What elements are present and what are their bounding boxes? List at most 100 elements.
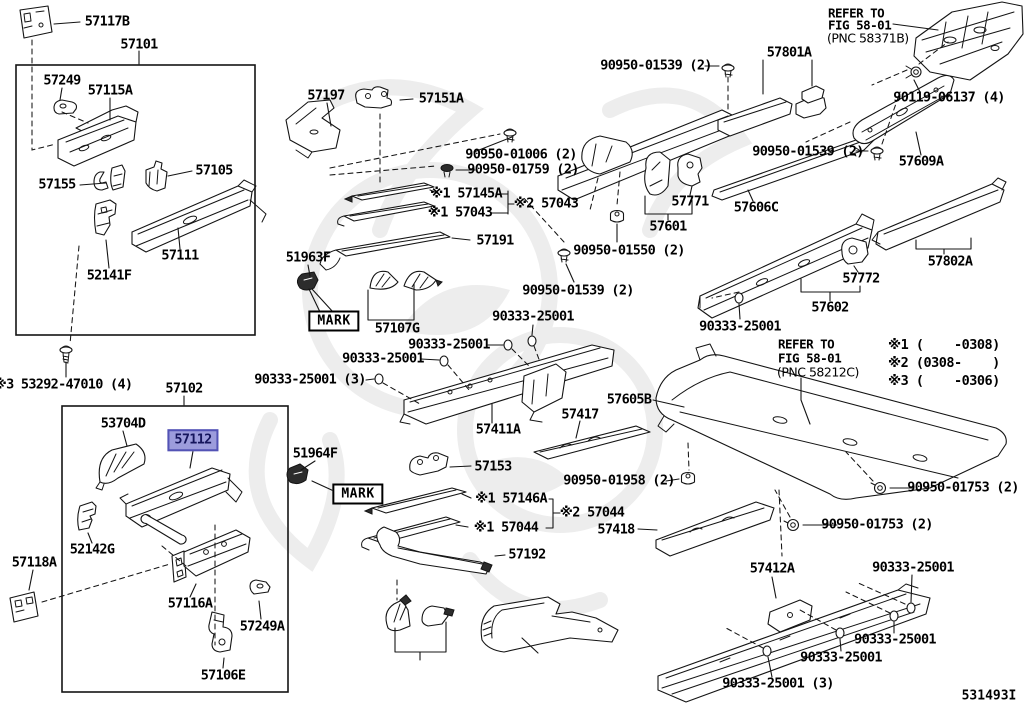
part-drawing-bolt-pin[interactable] [140,513,187,545]
part-label-57116a[interactable]: 57116A [167,595,213,612]
part-drawing-57197[interactable] [285,99,341,159]
part-label-57151a[interactable]: 57151A [418,90,464,107]
part-label-57105[interactable]: 57105 [195,162,233,179]
part-drawing-57411a[interactable] [399,344,615,425]
part-drawing-57772[interactable] [841,237,869,265]
part-drawing-53704d[interactable] [95,443,146,491]
part-label-57111[interactable]: 57111 [161,247,199,264]
part-label-57411a[interactable]: 57411A [475,421,521,438]
part-label-57118a[interactable]: 57118A [11,554,57,571]
part-label-57605b[interactable]: 57605B [606,391,652,408]
part-label-57106e[interactable]: 57106E [200,667,246,684]
part-label-90333-25001-f[interactable]: 90333-25001 [872,559,954,576]
part-drawing-57771[interactable] [677,153,703,187]
part-drawing-57155[interactable] [93,164,126,191]
part-drawing-57146a[interactable] [363,487,467,515]
part-drawing-57108f[interactable] [385,594,455,632]
part-label-90950-01539-mid[interactable]: 90950-01539 (2) [522,282,634,299]
part-label-57418[interactable]: 57418 [597,521,635,538]
part-drawing-57105[interactable] [145,160,168,192]
part-label-57772[interactable]: 57772 [842,270,880,287]
part-label-57191[interactable]: 57191 [476,232,514,249]
part-label-57043-1[interactable]: ※1 57043 [427,204,493,221]
part-drawing-57043[interactable] [337,201,435,227]
part-label-57192[interactable]: 57192 [508,546,546,563]
part-drawing-57192[interactable] [376,526,493,575]
part-drawing-57153[interactable] [409,452,449,476]
part-label-57771[interactable]: 57771 [671,193,709,210]
part-label-53704d[interactable]: 53704D [100,415,146,432]
part-label-57044-2[interactable]: ※2 57044 [559,504,625,521]
part-label-90950-01753-b[interactable]: 90950-01753 (2) [821,516,933,533]
part-label-57601[interactable]: 57601 [649,218,687,235]
part-label-57145a[interactable]: ※1 57145A [430,185,503,202]
part-drawing-57151a[interactable] [355,86,393,109]
part-label-90950-01539-2[interactable]: 90950-01539 (2) [752,143,864,160]
part-label-57117b[interactable]: 57117B [84,13,130,30]
part-drawing-rear-panel[interactable] [913,1,1024,81]
part-label-57102[interactable]: 57102 [165,380,203,397]
part-label-90950-01006[interactable]: 90950-01006 (2) [465,146,577,163]
part-label-90333-25001-e[interactable]: 90333-25001 [699,318,781,335]
part-label-51963f[interactable]: 51963F [285,249,331,266]
part-label-57609a[interactable]: 57609A [898,153,944,170]
part-label-90950-01759[interactable]: 90950-01759 (2) [467,161,579,178]
part-drawing-57112[interactable] [119,467,243,528]
part-label-57153[interactable]: 57153 [474,458,512,475]
part-drawing-57802a[interactable] [871,177,1007,251]
part-label-57249a[interactable]: 57249A [239,618,285,635]
part-drawing-57111[interactable] [131,179,267,253]
part-label-57115a[interactable]: 57115A [87,82,133,99]
part-label-90333-25001-g[interactable]: 90333-25001 [854,631,936,648]
part-label-90950-01550[interactable]: 90950-01550 (2) [573,242,685,259]
part-label-57043-2[interactable]: ※2 57043 [513,195,579,212]
part-drawing-57417[interactable] [533,425,651,460]
part-drawing-57106e[interactable] [208,611,233,653]
part-label-57606c[interactable]: 57606C [733,199,779,216]
part-label-90333-25001-i[interactable]: 90333-25001 (3) [722,675,834,692]
part-drawing-52142g[interactable] [77,501,97,531]
part-label-90119-06137[interactable]: 90119-06137 (4) [893,89,1005,106]
part-drawing-57044[interactable] [361,516,461,551]
part-drawing-57107g[interactable] [369,270,443,291]
part-drawing-57609a[interactable] [852,74,955,145]
part-drawing-57801a[interactable] [717,85,827,137]
part-drawing-57418[interactable] [655,501,775,557]
part-label-52141f[interactable]: 52141F [86,267,132,284]
part-label-90333-25001-b[interactable]: 90333-25001 [408,336,490,353]
part-drawing-57118a[interactable] [9,591,39,623]
part-label-57249[interactable]: 57249 [43,72,81,89]
part-drawing-57145a[interactable] [343,182,435,203]
part-label-57801a[interactable]: 57801A [766,44,812,61]
part-drawing-57249a[interactable] [249,579,271,595]
part-label-90950-01753-a[interactable]: 90950-01753 (2) [907,479,1019,496]
part-label-52142g[interactable]: 52142G [69,541,115,558]
part-drawing-51963f[interactable] [296,271,319,291]
part-label-57146a[interactable]: ※1 57146A [475,490,548,507]
part-label-90950-01539-top[interactable]: 90950-01539 (2) [600,57,712,74]
part-label-57101[interactable]: 57101 [120,36,158,53]
part-label-90333-25001-a[interactable]: 90333-25001 [492,308,574,325]
part-label-57417[interactable]: 57417 [561,406,599,423]
part-drawing-57191[interactable] [319,231,451,271]
part-drawing-57412a[interactable] [657,583,931,703]
part-label-90333-25001-c[interactable]: 90333-25001 [342,350,424,367]
part-label-51964f[interactable]: 51964F [292,445,338,462]
part-drawing-57198[interactable] [480,596,619,653]
part-label-57412a[interactable]: 57412A [749,560,795,577]
part-drawing-57605b[interactable] [655,343,1007,500]
part-label-57197[interactable]: 57197 [307,87,345,104]
part-drawing-57117b[interactable] [19,5,53,39]
part-drawing-57116a[interactable] [171,529,251,583]
part-label-57107g[interactable]: 57107G [374,320,420,337]
part-label-57155[interactable]: 57155 [38,176,76,193]
part-label-90333-25001-d[interactable]: 90333-25001 (3) [254,371,366,388]
part-drawing-57249[interactable] [53,99,78,115]
part-label-57044-1[interactable]: ※1 57044 [473,519,539,536]
part-label-57602[interactable]: 57602 [811,299,849,316]
part-drawing-57115a[interactable] [57,105,139,167]
part-label-57802a[interactable]: 57802A [927,253,973,270]
part-drawing-57601-assembly[interactable] [557,109,739,201]
part-label-53292-47010[interactable]: ※3 53292-47010 (4) [0,376,133,393]
part-drawing-52141f[interactable] [93,199,117,236]
